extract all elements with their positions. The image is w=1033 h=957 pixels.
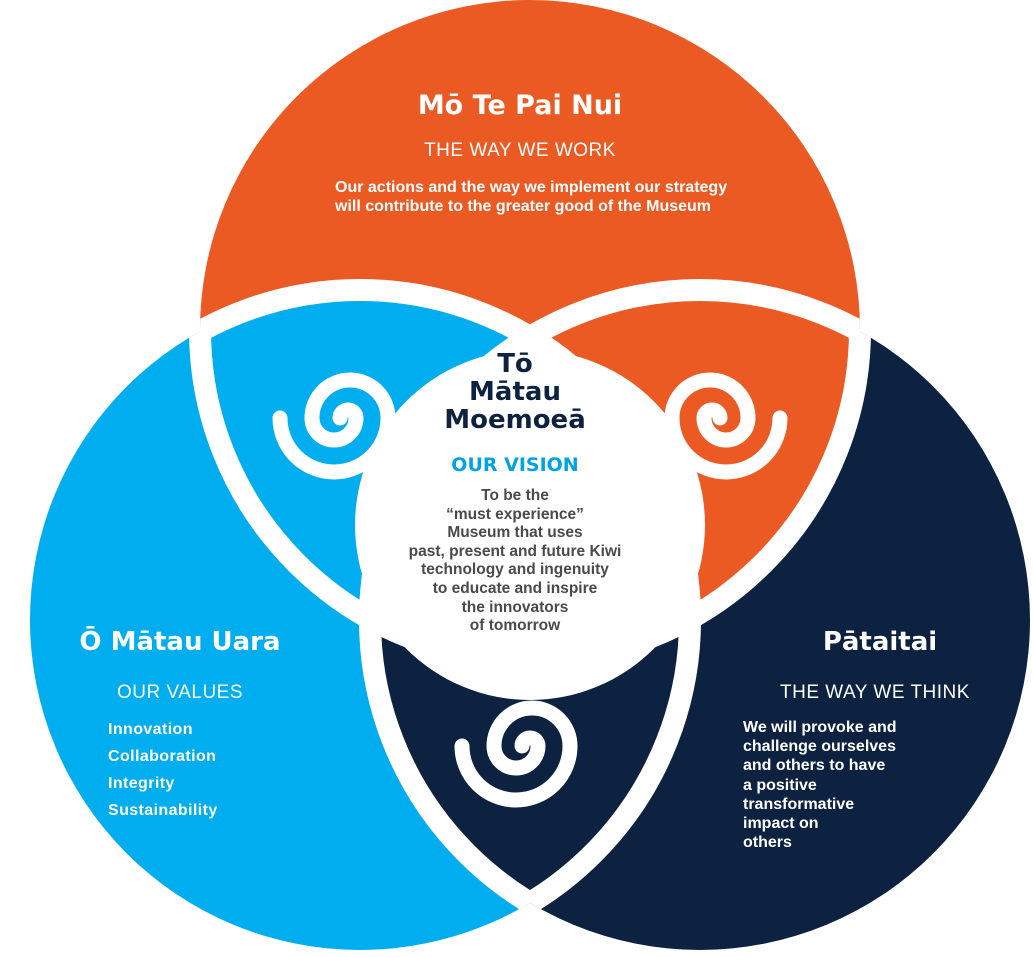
- think-description: We will provoke and challenge ourselves …: [743, 718, 983, 852]
- vision-line: technology and ingenuity: [421, 561, 609, 579]
- vision-subtitle: OUR VISION: [451, 454, 579, 476]
- koru-spiral-icon: [664, 372, 788, 480]
- think-line: impact on: [743, 814, 819, 832]
- think-title: Pātaitai: [822, 627, 938, 657]
- think-line: challenge ourselves: [743, 738, 896, 756]
- value-item: Sustainability: [108, 802, 218, 819]
- work-description: Our actions and the way we implement our…: [335, 179, 728, 216]
- vision-center: [355, 350, 705, 700]
- vision-statement: To be the “must experience” Museum that …: [355, 487, 675, 636]
- values-list: Innovation Collaboration Integrity Susta…: [108, 716, 218, 824]
- vision-title-line: Mātau: [469, 377, 561, 408]
- vision-line: “must experience”: [446, 505, 584, 523]
- value-item: Collaboration: [108, 748, 217, 765]
- think-subtitle: THE WAY WE THINK: [780, 682, 970, 703]
- work-subtitle: THE WAY WE WORK: [424, 140, 616, 161]
- value-item: Integrity: [108, 775, 175, 792]
- vision-line: To be the: [481, 487, 549, 504]
- vision-line: Museum that uses: [447, 524, 583, 542]
- koru-spiral-icon: [272, 372, 396, 480]
- vision-title-line: Moemoeā: [444, 405, 586, 436]
- think-line: We will provoke and: [743, 719, 897, 736]
- vision-line: the innovators: [461, 598, 569, 616]
- value-item: Innovation: [108, 721, 193, 738]
- work-title: Mō Te Pai Nui: [417, 90, 623, 121]
- think-line: and others to have: [743, 757, 886, 775]
- think-line: a positive: [743, 776, 817, 794]
- think-line: transformative: [743, 795, 855, 813]
- koru-spiral-icon: [454, 700, 578, 808]
- vision-line: past, present and future Kiwi: [408, 542, 622, 560]
- values-title: Ō Mātau Uara: [79, 627, 281, 657]
- vision-line: of tomorrow: [469, 617, 561, 635]
- values-subtitle: OUR VALUES: [116, 682, 244, 703]
- vision-title: Tō Mātau Moemoeā: [395, 350, 635, 434]
- vision-line: to educate and inspire: [432, 579, 598, 597]
- think-line: others: [743, 834, 792, 852]
- vision-title-line: Tō: [497, 349, 533, 379]
